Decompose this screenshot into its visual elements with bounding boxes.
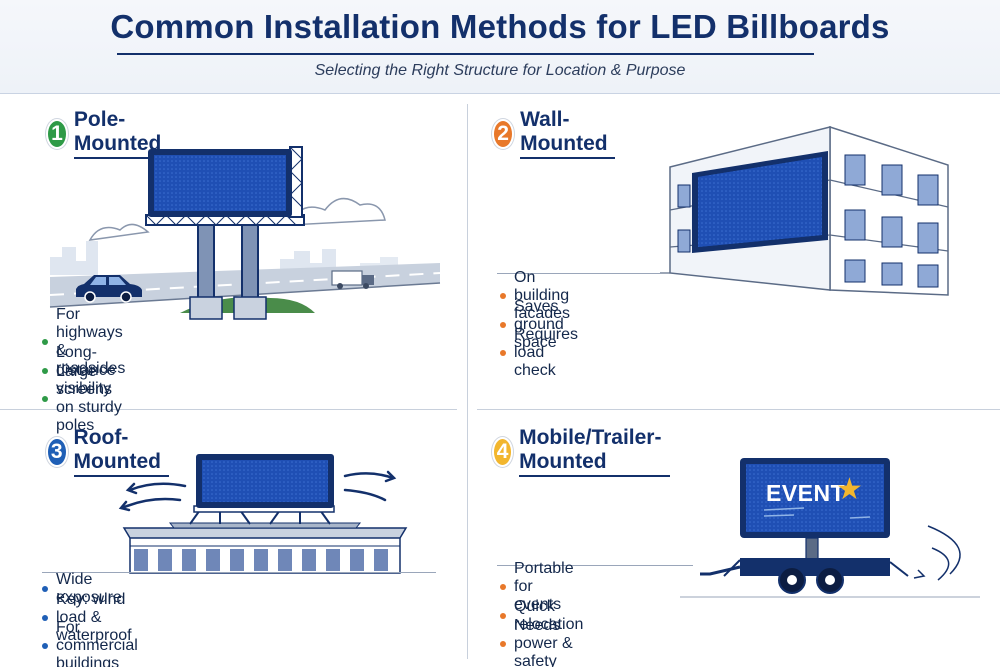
wall-building-illustration bbox=[660, 125, 949, 296]
list-item: Large screens on sturdy poles bbox=[42, 363, 125, 434]
list-item: Quick relocation bbox=[500, 598, 583, 633]
panel-title-row: 4 Mobile/Trailer-Mounted bbox=[492, 426, 671, 477]
list-item: On building facades bbox=[500, 269, 578, 322]
bullet-list: On building facades Saves ground space R… bbox=[500, 269, 578, 379]
header: Common Installation Methods for LED Bill… bbox=[0, 0, 1000, 94]
list-item: Wide exposure bbox=[42, 571, 138, 606]
bullet-dot bbox=[500, 584, 506, 591]
screen-event-text: EVENT bbox=[766, 480, 846, 506]
bullet-dot bbox=[500, 350, 506, 357]
number-badge: 3 bbox=[46, 436, 68, 467]
list-item: Requires load check bbox=[500, 326, 578, 379]
bullet-dot bbox=[42, 643, 48, 650]
bullet-dot bbox=[500, 321, 506, 328]
ground-line bbox=[42, 572, 436, 573]
bullet-list: Portable for events Quick relocation Nee… bbox=[500, 560, 583, 667]
list-item: For highways & roadsides bbox=[42, 306, 125, 377]
list-item: Key: wind load & waterproof bbox=[42, 591, 138, 644]
list-item: Needs power & safety bbox=[500, 617, 583, 667]
bullet-dot bbox=[500, 612, 506, 619]
panel-title: Pole-Mounted bbox=[73, 108, 170, 159]
title-underline bbox=[117, 53, 814, 55]
panel-title: Mobile/Trailer-Mounted bbox=[519, 426, 671, 477]
vertical-divider bbox=[467, 104, 468, 659]
bullet-dot bbox=[42, 396, 48, 403]
panel-title: Roof-Mounted bbox=[73, 426, 170, 477]
trailer-billboard-illustration bbox=[680, 458, 980, 598]
number-badge: 1 bbox=[46, 118, 68, 149]
roof-billboard-illustration bbox=[118, 454, 408, 574]
panel-title-row: 1 Pole-Mounted bbox=[46, 108, 170, 159]
bullet-dot bbox=[42, 339, 48, 346]
list-item: Portable for events bbox=[500, 560, 583, 613]
bullet-dot bbox=[42, 586, 48, 593]
bullet-list: For highways & roadsides Long-distance v… bbox=[42, 306, 125, 434]
page-title: Common Installation Methods for LED Bill… bbox=[110, 8, 890, 45]
horizontal-divider-left bbox=[0, 409, 457, 410]
number-badge: 4 bbox=[492, 436, 514, 467]
ground-line bbox=[497, 273, 661, 274]
panel-title: Wall-Mounted bbox=[520, 108, 616, 159]
bullet-dot bbox=[42, 367, 48, 374]
list-item: Saves ground space bbox=[500, 298, 578, 351]
bullet-dot bbox=[42, 614, 48, 621]
panel-title-row: 2 Wall-Mounted bbox=[492, 108, 616, 159]
horizontal-divider-right bbox=[477, 409, 1000, 410]
list-item: For commercial buildings bbox=[42, 619, 138, 667]
bullet-dot bbox=[500, 293, 506, 300]
star-icon: ★ bbox=[836, 473, 863, 506]
bullet-list: Wide exposure Key: wind load & waterproo… bbox=[42, 571, 138, 667]
panel-title-row: 3 Roof-Mounted bbox=[46, 426, 170, 477]
bullet-dot bbox=[500, 641, 506, 648]
list-item: Long-distance visibility bbox=[42, 344, 125, 397]
pole-billboard-illustration bbox=[49, 146, 441, 320]
ground-line bbox=[497, 565, 693, 566]
page-subtitle: Selecting the Right Structure for Locati… bbox=[314, 62, 686, 79]
number-badge: 2 bbox=[492, 118, 515, 149]
